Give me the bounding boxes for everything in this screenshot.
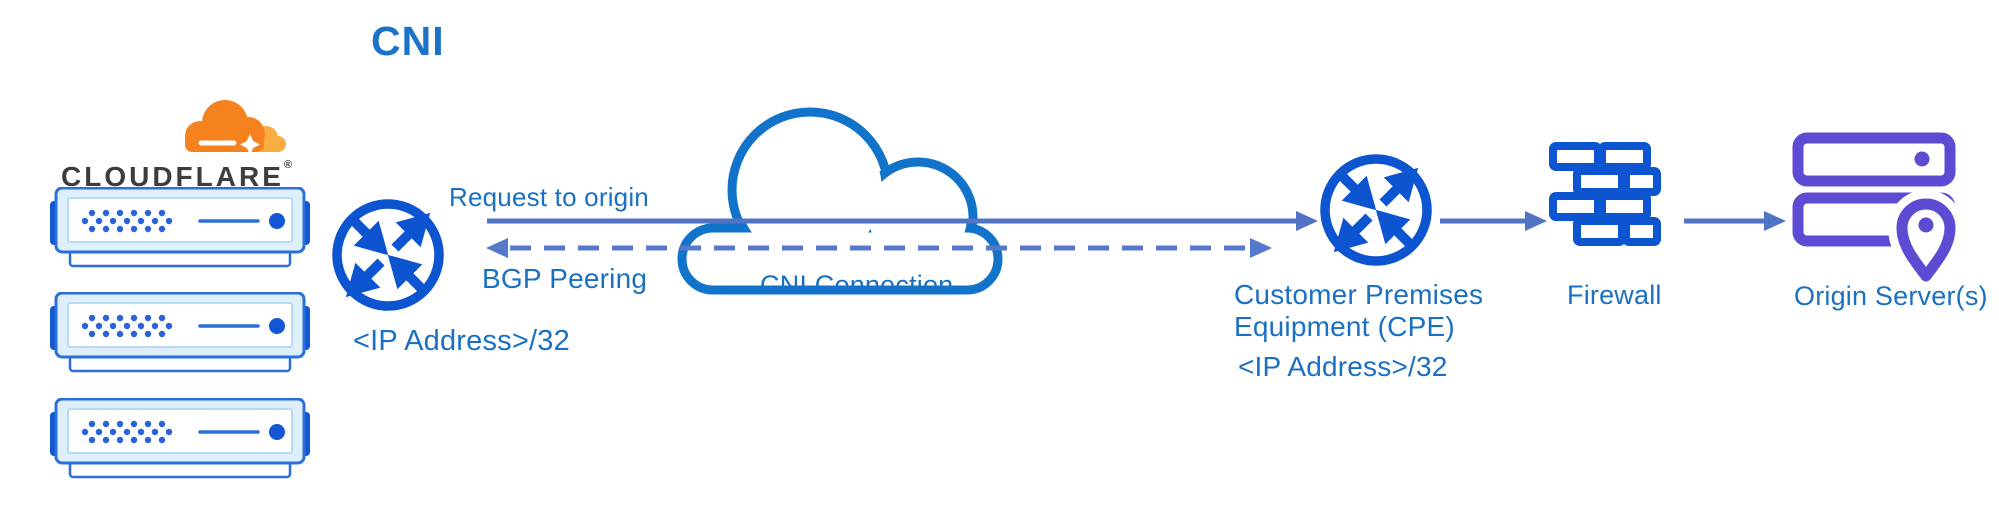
firewall-icon [1548,141,1662,249]
cpe-label-line2: Equipment (CPE) [1234,311,1455,342]
firewall-label: Firewall [1567,280,1662,310]
cpe-label-line1: Customer Premises [1234,279,1484,310]
request-arrowhead-icon [1296,211,1318,231]
page-title: CNI [371,18,445,64]
registered-mark: ® [283,159,292,171]
edge-router-icon [328,195,448,315]
cloudflare-logo-icon [170,98,292,162]
cni-connection-label: CNI Connection [760,270,954,300]
location-pin-icon [1896,198,1956,282]
firewall-arrowhead-icon [1525,211,1547,231]
request-to-origin-label: Request to origin [449,182,649,212]
cni-cloud-icon [660,95,1020,310]
bgp-right-arrowhead-icon [1250,238,1272,258]
origin-server-icon [1792,132,1960,282]
cpe-router-icon [1316,150,1436,270]
origin-server-label: Origin Server(s) [1794,281,1988,311]
edge-router-ip-label: <IP Address>/32 [353,325,570,357]
cpe-ip-label: <IP Address>/32 [1238,351,1448,382]
edge-server-3 [50,398,310,482]
edge-server-1 [50,187,310,271]
edge-server-2 [50,292,310,376]
bgp-left-arrowhead-icon [486,238,508,258]
origin-arrowhead-icon [1764,211,1786,231]
bgp-peering-label: BGP Peering [482,263,648,294]
